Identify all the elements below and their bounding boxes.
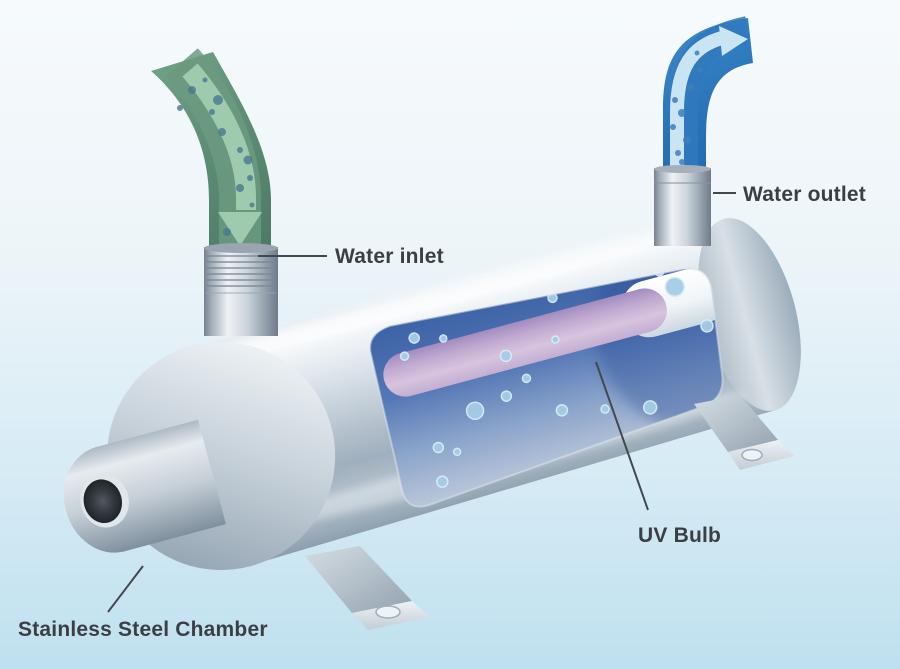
flow-out-arrow-icon xyxy=(719,26,748,56)
collar-top-rim xyxy=(654,165,711,173)
bracket-bolt-hole xyxy=(741,448,763,462)
uv-bulb xyxy=(383,288,667,397)
drain-port-hole xyxy=(83,479,123,524)
inlet-water-droplets xyxy=(177,77,255,236)
mounting-bracket-left xyxy=(305,546,430,630)
outlet-water-droplets xyxy=(667,50,703,173)
fitting-cylinder xyxy=(204,247,278,336)
inlet-flow-shaft xyxy=(182,63,256,210)
chamber-drain-port xyxy=(63,419,226,553)
label-uv-bulb: UV Bulb xyxy=(638,524,721,547)
bracket-face xyxy=(305,546,412,613)
outlet-fitting xyxy=(654,165,711,246)
label-water-outlet: Water outlet xyxy=(743,183,866,206)
mounting-bracket-right xyxy=(694,395,794,470)
cutaway-water-window xyxy=(369,243,747,508)
water-inlet-pipe xyxy=(151,48,271,253)
label-stainless-steel-chamber: Stainless Steel Chamber xyxy=(18,618,268,641)
flow-down-arrow-icon xyxy=(218,212,262,246)
outlet-flow-shaft xyxy=(670,31,725,176)
label-water-inlet: Water inlet xyxy=(335,245,444,268)
bracket-face xyxy=(694,395,778,452)
chamber-top-highlight xyxy=(194,226,698,363)
steel-chamber xyxy=(63,218,801,571)
chamber-end-cap-right xyxy=(698,218,801,411)
water-bubbles xyxy=(399,266,714,488)
water-outlet-pipe xyxy=(663,16,753,180)
fitting-threads xyxy=(206,255,276,294)
bracket-bolt-hole xyxy=(375,605,401,619)
inlet-threaded-fitting xyxy=(204,243,278,336)
fitting-top-rim xyxy=(204,243,278,253)
leader-line-uv-bulb xyxy=(595,361,649,511)
fitting-collar xyxy=(654,168,711,246)
leader-line-chamber xyxy=(107,565,144,613)
